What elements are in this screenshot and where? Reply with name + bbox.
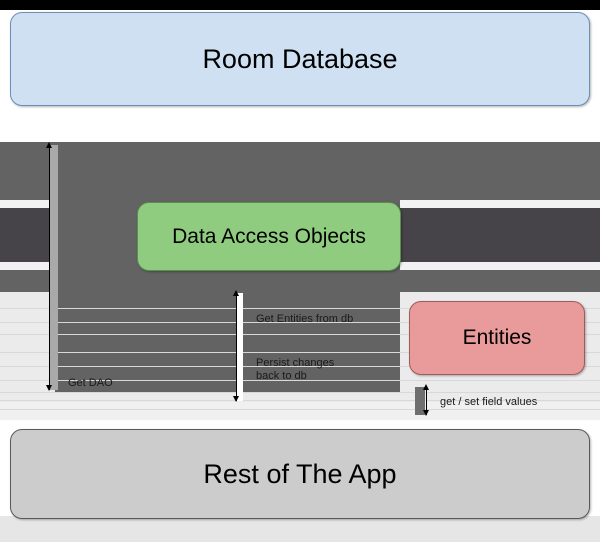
- node-room-database[interactable]: Room Database: [10, 12, 590, 106]
- get-dao-connector[interactable]: [49, 145, 50, 390]
- entities-arrowhead-down-icon: [423, 410, 429, 416]
- hairline: [0, 409, 600, 410]
- get-entities-label: Get Entities from db: [256, 313, 354, 325]
- get-dao-label: Get DAO: [68, 377, 113, 389]
- hairline: [0, 308, 600, 309]
- hairline: [0, 352, 600, 353]
- artifact-band-light-5: [0, 516, 600, 542]
- hairline: [0, 400, 600, 401]
- entities-connector-shadow: [415, 387, 425, 415]
- get-dao-arrowhead-up-icon: [46, 142, 52, 148]
- artifact-band-top: [0, 0, 600, 10]
- node-room-database-label: Room Database: [202, 43, 398, 74]
- hairline: [0, 392, 600, 393]
- hairline: [0, 380, 600, 381]
- hairline: [0, 334, 600, 335]
- hairline: [0, 322, 600, 323]
- entities-connector[interactable]: [426, 388, 427, 415]
- get-set-field-values-label: get / set field values: [440, 396, 538, 408]
- entities-arrowhead-up-icon: [423, 384, 429, 390]
- node-rest-of-the-app-label: Rest of The App: [203, 458, 397, 489]
- node-data-access-objects-label: Data Access Objects: [172, 224, 366, 248]
- node-data-access-objects[interactable]: Data Access Objects: [137, 202, 401, 271]
- artifact-band-light-4: [0, 402, 600, 420]
- get-dao-arrowhead-down-icon: [46, 385, 52, 391]
- node-entities[interactable]: Entities: [409, 301, 585, 375]
- get-dao-connector-shadow: [50, 145, 58, 390]
- dao-connector-shadow: [237, 293, 243, 401]
- node-entities-label: Entities: [462, 326, 532, 349]
- hairline: [0, 366, 600, 367]
- persist-changes-label: Persist changes back to db: [256, 357, 335, 382]
- dao-arrowhead-up-icon: [233, 290, 239, 296]
- dao-connector[interactable]: [236, 293, 237, 401]
- node-rest-of-the-app[interactable]: Rest of The App: [10, 429, 590, 519]
- dao-arrowhead-down-icon: [233, 396, 239, 402]
